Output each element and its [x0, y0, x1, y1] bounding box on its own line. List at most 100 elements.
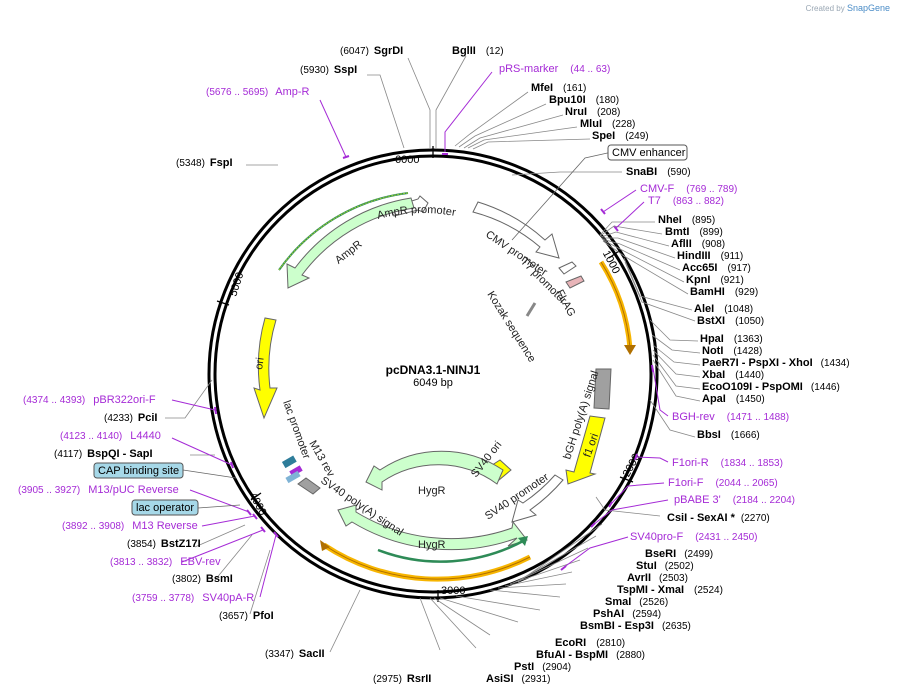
enzyme-avrii: AvrII(2503)	[627, 572, 688, 584]
enzyme-sacii: (3347)SacII	[265, 648, 325, 660]
flag-arrow	[565, 275, 585, 289]
label-sv40-polya: SV40 poly(A) signal	[318, 475, 405, 539]
primer-pbabe3: pBABE 3'(2184 .. 2204)	[674, 494, 795, 506]
bgh-polya-box	[593, 368, 612, 410]
enzyme-tspmi: TspMI - XmaI(2524)	[617, 584, 723, 596]
primer-prs-marker: pRS-marker(44 .. 63)	[499, 63, 610, 75]
enzyme-acc65i: Acc65I(917)	[682, 262, 751, 274]
cmv-enhancer-box	[607, 144, 688, 161]
primer-f1ori-r: F1ori-R(1834 .. 1853)	[672, 457, 783, 469]
enzyme-noti: NotI(1428)	[702, 345, 762, 357]
enzyme-apai: ApaI(1450)	[702, 393, 765, 405]
label-m13-rev: M13 rev	[306, 439, 337, 480]
primer-pbr322ori-f: (4374 .. 4393)pBR322ori-F	[23, 394, 156, 406]
label-lac-promoter: lac promoter	[280, 399, 312, 461]
label-hygr-lower: HygR	[418, 539, 446, 551]
cmv-promoter-arrow	[472, 201, 560, 259]
enzyme-rsrii: (2975)RsrII	[373, 673, 431, 685]
label-hygr-upper: HygR	[418, 485, 446, 497]
enzyme-pshai: PshAI(2594)	[593, 608, 661, 620]
enzyme-snabi: SnaBI(590)	[626, 166, 691, 178]
enzyme-kpni: KpnI(921)	[686, 274, 744, 286]
credit-prefix: Created by	[805, 4, 845, 13]
sv40-highlight-arrowhead	[320, 540, 330, 551]
tick-marks	[216, 146, 634, 602]
hygr-arrow-lower	[337, 504, 528, 551]
enzyme-smai: SmaI(2526)	[605, 596, 668, 608]
label-ampr: AmpR	[333, 238, 365, 266]
primer-sv40pro-f: SV40pro-F(2431 .. 2450)	[630, 531, 757, 543]
primer-leader-lines	[171, 71, 669, 598]
label-kozak: Kozak sequence	[484, 289, 537, 364]
primer-cmv-f: CMV-F(769 .. 789)	[640, 183, 737, 195]
primer-l4440: (4123 .. 4140)L4440	[60, 430, 161, 442]
hygr-orf-line	[377, 538, 526, 563]
primer-marks	[214, 153, 654, 571]
tick-label-5000: 5000	[227, 271, 246, 298]
lac-operator-label: lac operator	[136, 502, 194, 514]
t7-promoter-arrow	[558, 261, 577, 275]
enzyme-mlui: MluI(228)	[580, 118, 635, 130]
enzyme-bpu10i: Bpu10I(180)	[549, 94, 619, 106]
primer-sv40pa-r: (3759 .. 3778)SV40pA-R	[132, 592, 254, 604]
kozak-mark	[525, 302, 537, 317]
enzyme-leader-lines	[165, 55, 701, 653]
enzyme-bsmi: (3802)BsmI	[172, 573, 233, 585]
tick-label-2000: 2000	[621, 452, 643, 479]
hygr-orf-arrowhead	[518, 536, 528, 546]
enzyme-ecoo109i: EcoO109I - PspOMI(1446)	[702, 381, 840, 393]
plasmid-name: pcDNA3.1-NINJ1	[386, 363, 481, 377]
enzyme-sspi: (5930)SspI	[300, 64, 357, 76]
ninj1-line	[600, 261, 631, 349]
primer-ebv-rev: (3813 .. 3832)EBV-rev	[110, 556, 221, 568]
box-leader-lines	[182, 151, 613, 509]
enzyme-hpai: HpaI(1363)	[700, 333, 763, 345]
cap-binding-site-box	[93, 462, 184, 479]
primer-m13-puc-reverse: (3905 .. 3927)M13/pUC Reverse	[18, 484, 179, 496]
plasmid-size: 6049 bp	[413, 377, 453, 389]
lac-operator-mark	[285, 470, 301, 484]
primer-m13-reverse: (3892 .. 3908)M13 Reverse	[62, 520, 198, 532]
label-ori: ori	[253, 357, 267, 371]
cap-binding-site-label: CAP binding site	[98, 465, 179, 477]
sv40-highlight-line	[323, 544, 531, 580]
primer-t7: T7(863 .. 882)	[648, 195, 724, 207]
enzyme-pcii: (4233)PciI	[104, 412, 157, 424]
lac-operator-box	[131, 499, 199, 516]
enzyme-bstz17i: (3854)BstZ17I	[127, 538, 201, 550]
enzyme-fspi: (5348)FspI	[176, 157, 233, 169]
ampr-orf-line-highlight	[278, 192, 409, 271]
enzyme-bspqi: (4117)BspQI - SapI	[54, 448, 153, 460]
primer-f1ori-f: F1ori-F(2044 .. 2065)	[668, 477, 778, 489]
enzyme-xbai: XbaI(1440)	[702, 369, 764, 381]
sv40-promoter-arrow	[511, 474, 564, 523]
ampr-arrow	[286, 197, 415, 289]
tick-label-3000: 3000	[441, 585, 465, 597]
primer-bgh-rev: BGH-rev(1471 .. 1488)	[672, 411, 789, 423]
f1-ori-arrow	[565, 415, 606, 485]
enzyme-paer7i: PaeR7I - PspXI - XhoI(1434)	[702, 357, 850, 369]
enzyme-asisi: AsiSI(2931)	[486, 673, 550, 685]
enzyme-aflii: AflII(908)	[671, 238, 725, 250]
enzyme-stui: StuI(2502)	[636, 560, 694, 572]
ori-arrow	[253, 317, 278, 420]
enzyme-pfoi: (3657)PfoI	[219, 610, 274, 622]
enzyme-bglii: BglII(12)	[452, 45, 504, 57]
enzyme-bstxi: BstXI(1050)	[697, 315, 764, 327]
cmv-enhancer-label: CMV enhancer	[612, 147, 686, 159]
enzyme-csii: CsiI - SexAI *(2270)	[667, 512, 770, 524]
ninj1-arrowhead	[624, 345, 636, 355]
enzyme-sgrdi: (6047)SgrDI	[340, 45, 403, 57]
enzyme-mfei: MfeI(161)	[531, 82, 586, 94]
credit-brand: SnapGene	[846, 3, 890, 13]
enzyme-spei: SpeI(249)	[592, 130, 649, 142]
enzyme-bamhi: BamHI(929)	[690, 286, 758, 298]
snapgene-credit: Created by SnapGene	[806, 3, 890, 13]
enzyme-ecori: EcoRI(2810)	[555, 637, 625, 649]
enzyme-bsmbi: BsmBI - Esp3I(2635)	[580, 620, 691, 632]
polya-small-box	[297, 477, 321, 495]
enzyme-bbsi: BbsI(1666)	[697, 429, 760, 441]
enzyme-drui: NruI(208)	[565, 106, 620, 118]
enzyme-nhei: NheI(895)	[658, 214, 715, 226]
